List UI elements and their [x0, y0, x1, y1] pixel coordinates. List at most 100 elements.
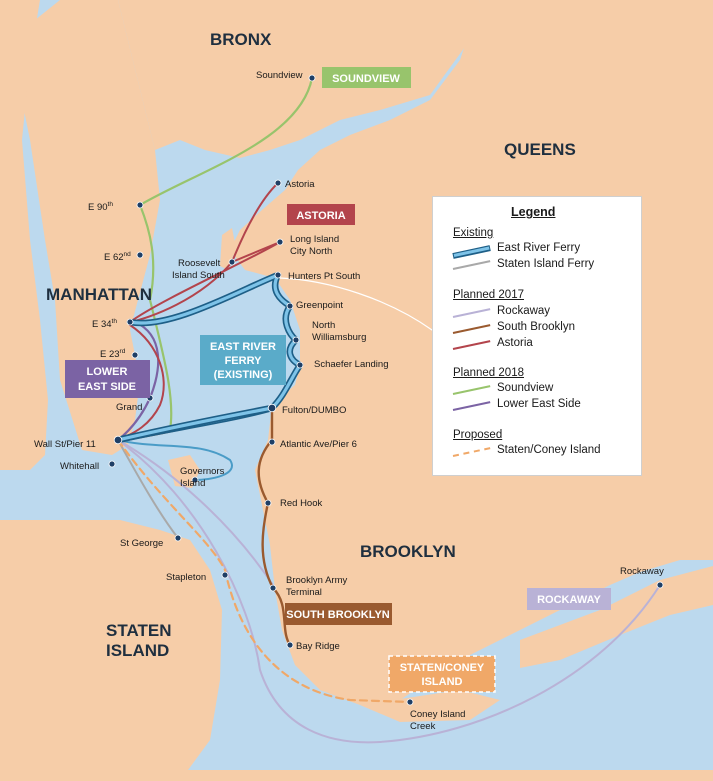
staten-coney-route	[116, 438, 412, 704]
stop-dot-coney[interactable]	[406, 698, 414, 706]
route-label-soundview[interactable]: SOUNDVIEW	[322, 67, 411, 88]
staten-island-ferry-route	[117, 439, 179, 539]
legend-item-south-brooklyn: South Brooklyn	[497, 321, 575, 333]
label-greenpoint: Greenpoint	[296, 300, 343, 311]
stop-dot-soundview[interactable]	[308, 74, 316, 82]
stop-dot-roosevelt[interactable]	[228, 258, 236, 266]
route-label-astoria[interactable]: ASTORIA	[287, 204, 355, 225]
region-brooklyn: BROOKLYN	[360, 542, 456, 561]
label-e62: E 62nd	[104, 251, 131, 263]
rockaway-route	[117, 439, 661, 744]
stop-dot-st-george[interactable]	[174, 534, 182, 542]
astoria-route-1	[129, 182, 281, 323]
legend-item-rockaway: Rockaway	[497, 305, 551, 317]
stop-dot-wall-st[interactable]	[113, 435, 123, 445]
legend-title: Legend	[511, 205, 556, 219]
stop-dots	[108, 74, 664, 706]
stop-dot-greenpoint[interactable]	[286, 302, 294, 310]
route-label-east-river[interactable]: EAST RIVER FERRY (EXISTING)	[200, 335, 286, 385]
region-manhattan: MANHATTAN	[46, 285, 152, 304]
label-e90: E 90th	[88, 201, 113, 213]
label-soundview: Soundview	[256, 70, 303, 81]
label-stapleton: Stapleton	[166, 572, 206, 583]
route-label-south-brooklyn[interactable]: SOUTH BROOKLYN	[285, 603, 392, 625]
label-north-wburg-2: Williamsburg	[312, 332, 366, 343]
legend-swatch-rockaway	[452, 308, 491, 318]
jersey-land	[0, 0, 48, 470]
stop-dot-e34[interactable]	[126, 318, 134, 326]
legend-item-staten-coney: Staten/Coney Island	[497, 444, 601, 456]
rockaway-land	[520, 566, 713, 668]
region-labels: BRONX QUEENS MANHATTAN BROOKLYN STATEN I…	[46, 30, 576, 660]
coney-land	[360, 690, 500, 722]
label-e23: E 23rd	[100, 348, 126, 360]
legend: Legend Existing East River Ferry Staten …	[432, 196, 642, 476]
label-hunters-pt: Hunters Pt South	[288, 271, 360, 282]
legend-item-soundview: Soundview	[497, 382, 554, 394]
bottom-land	[0, 770, 713, 781]
legend-item-east-river-ferry: East River Ferry	[497, 242, 581, 254]
route-label-staten-coney[interactable]: STATEN/CONEY ISLAND	[388, 655, 496, 693]
route-label-staten-coney-1: STATEN/CONEY	[400, 662, 485, 674]
region-queens: QUEENS	[504, 140, 576, 159]
stop-dot-bay-ridge[interactable]	[286, 641, 294, 649]
stop-dot-bat[interactable]	[269, 584, 277, 592]
label-governors-2: Island	[180, 478, 205, 489]
label-whitehall: Whitehall	[60, 461, 99, 472]
stop-dot-rockaway[interactable]	[656, 581, 664, 589]
route-label-east-river-1: EAST RIVER	[210, 341, 276, 353]
label-wall-st: Wall St/Pier 11	[34, 439, 96, 450]
stop-dot-hunters-pt[interactable]	[274, 271, 282, 279]
label-coney-2: Creek	[410, 721, 436, 732]
label-e34-main: E 34	[92, 319, 112, 330]
roosevelt-island	[220, 228, 236, 270]
rockaway-route-2	[117, 439, 276, 589]
stop-dot-e90[interactable]	[136, 201, 144, 209]
label-lic-north-1: Long Island	[290, 234, 339, 245]
stop-dot-stapleton[interactable]	[221, 571, 229, 579]
label-atlantic: Atlantic Ave/Pier 6	[280, 439, 357, 450]
stop-dot-astoria[interactable]	[274, 179, 282, 187]
region-staten-island-2: ISLAND	[106, 641, 169, 660]
legend-item-astoria: Astoria	[497, 337, 533, 349]
label-e23-sup: rd	[120, 348, 126, 355]
stop-dot-e62[interactable]	[136, 251, 144, 259]
label-e62-sup: nd	[124, 251, 132, 258]
legend-section-existing: Existing	[453, 227, 494, 239]
label-fulton: Fulton/DUMBO	[282, 405, 346, 416]
stop-dot-lic-north[interactable]	[276, 238, 284, 246]
label-bay-ridge: Bay Ridge	[296, 641, 340, 652]
stop-dot-schaefer[interactable]	[296, 361, 304, 369]
label-astoria: Astoria	[285, 179, 315, 190]
label-north-wburg-1: North	[312, 320, 335, 331]
stop-dot-e23[interactable]	[131, 351, 139, 359]
route-label-rockaway[interactable]: ROCKAWAY	[527, 588, 611, 610]
label-e62-main: E 62	[104, 252, 124, 263]
stop-dot-fulton[interactable]	[267, 403, 277, 413]
bronx-land	[118, 0, 480, 158]
stop-dot-atlantic[interactable]	[268, 438, 276, 446]
stop-dot-whitehall[interactable]	[108, 460, 116, 468]
governors-route	[117, 439, 233, 481]
label-st-george: St George	[120, 538, 163, 549]
stop-dot-red-hook[interactable]	[264, 499, 272, 507]
manhattan-land	[10, 0, 160, 455]
label-coney-1: Coney Island	[410, 709, 465, 720]
route-label-east-river-2: FERRY	[225, 355, 263, 367]
soundview-route	[116, 76, 314, 442]
stop-dot-governors[interactable]	[191, 476, 199, 484]
route-label-les[interactable]: LOWER EAST SIDE	[65, 360, 150, 398]
label-e34: E 34th	[92, 318, 117, 330]
label-e34-sup: th	[112, 318, 118, 325]
route-label-les-1: LOWER	[87, 366, 128, 378]
stop-dot-north-wburg[interactable]	[292, 336, 300, 344]
legend-item-staten-island-ferry: Staten Island Ferry	[497, 258, 595, 270]
label-bat-2: Terminal	[286, 587, 322, 598]
route-label-south-brooklyn-text: SOUTH BROOKLYN	[286, 609, 390, 621]
label-red-hook: Red Hook	[280, 498, 322, 509]
legend-section-proposed: Proposed	[453, 429, 503, 441]
legend-swatch-staten-island-ferry	[452, 260, 491, 270]
label-bat-1: Brooklyn Army	[286, 575, 347, 586]
label-e90-main: E 90	[88, 202, 108, 213]
